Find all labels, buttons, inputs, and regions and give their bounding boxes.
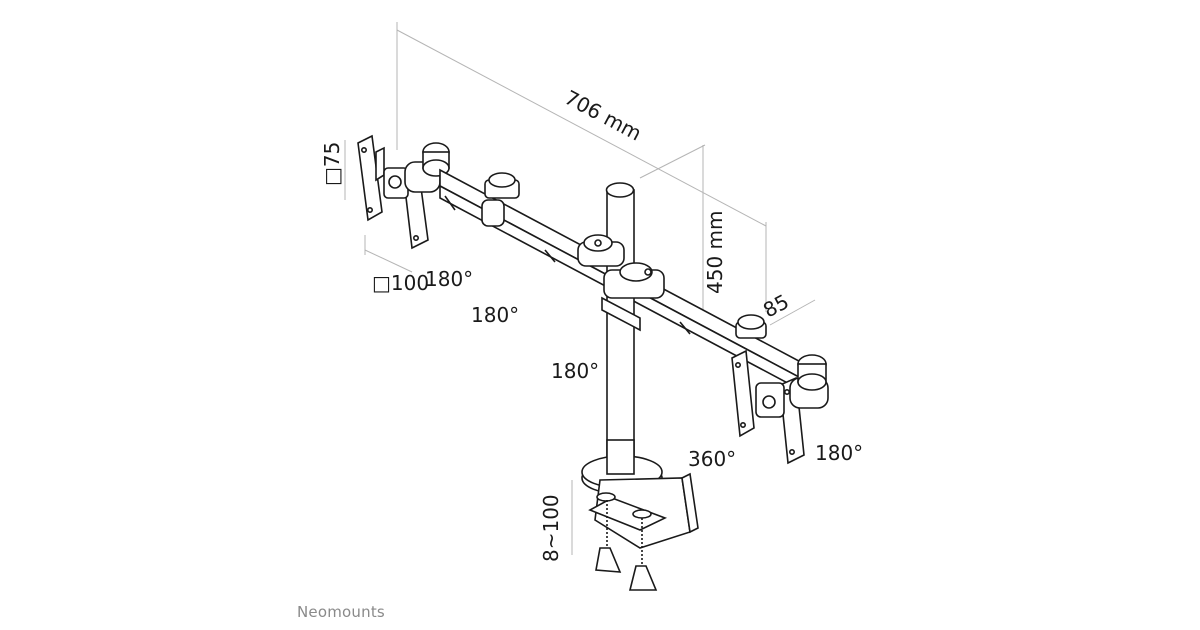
right-vesa-bracket (731, 349, 805, 465)
arm-depth-label: 85 (759, 289, 793, 322)
right-head-pivot (789, 354, 829, 409)
desk-thickness-label: 8~100 (539, 494, 563, 562)
height-dimension-label: 450 mm (703, 211, 727, 295)
right-arm-rotation-label: 360° (688, 447, 736, 471)
left-head-rotation-label: 180° (425, 267, 473, 291)
desk-clamp (581, 439, 699, 591)
center-hub (577, 234, 665, 332)
left-arm-rotation-label: 180° (471, 303, 519, 327)
center-rotation-label: 180° (551, 359, 599, 383)
right-head-rotation-label: 180° (815, 441, 863, 465)
brand-logo-text: Neomounts (297, 603, 385, 621)
width-dimension-label: 706 mm (561, 85, 646, 145)
dimension-lines (344, 22, 816, 555)
vesa-large-label: □100 (372, 271, 429, 295)
pole (605, 182, 635, 481)
vesa-small-label: □75 (320, 142, 344, 186)
